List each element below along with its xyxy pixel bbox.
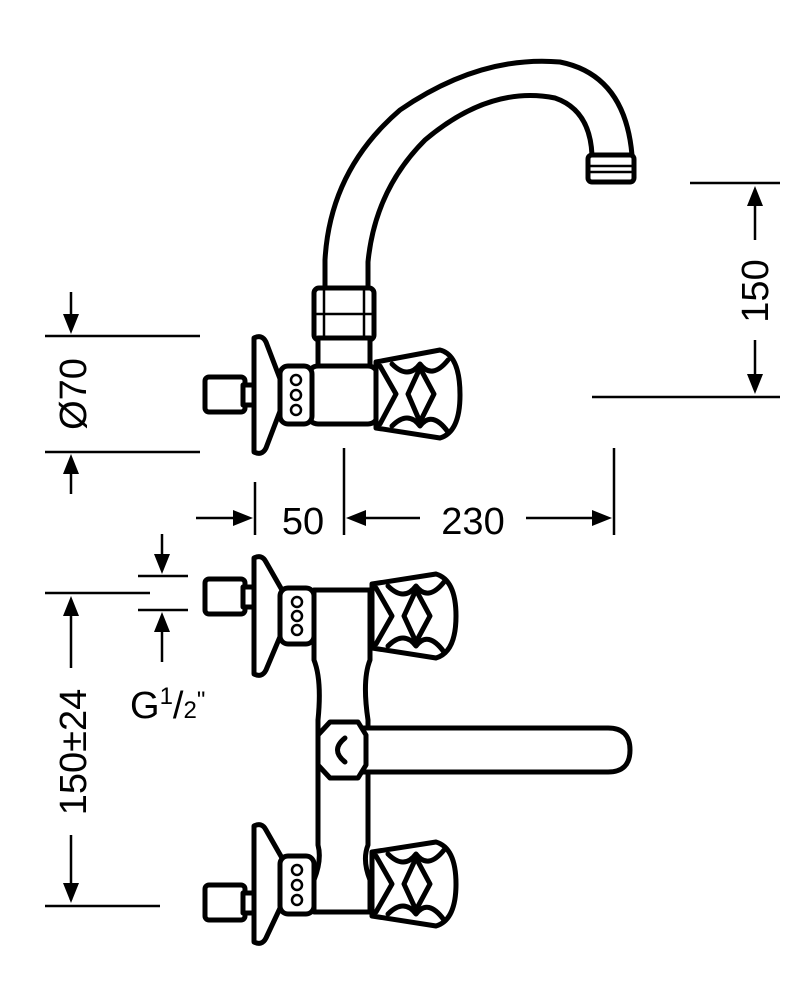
upper-handle: [369, 571, 459, 661]
spout-inner-contour: [365, 93, 595, 293]
lower-handle: [369, 839, 459, 929]
top-valve-assembly: [202, 58, 637, 456]
dimension-spout-height: 150: [592, 181, 780, 399]
arrow-down-icon: [63, 883, 79, 903]
arrow-down-icon: [63, 314, 79, 334]
upper-valve-unit: [202, 554, 459, 678]
aerator: [585, 152, 637, 185]
arrow-up-icon: [63, 596, 79, 616]
dimension-horizontal: 50 230: [196, 448, 616, 543]
valve-handle: [373, 347, 463, 441]
union-coupling: [277, 363, 315, 427]
dimension-rosette-diameter: Ø70: [45, 292, 200, 494]
arrow-right-icon: [233, 510, 253, 526]
arrow-left-icon: [346, 510, 366, 526]
arrow-down-icon: [747, 374, 763, 394]
dimension-inlet-spacing: 150±24: [45, 591, 160, 908]
wall-connector: [202, 374, 248, 415]
arrow-up-icon: [154, 612, 170, 632]
spout-outer-contour: [322, 58, 635, 293]
dim-label-50: 50: [282, 501, 324, 543]
lower-valve-unit: [202, 822, 459, 946]
dim-label-150: 150: [735, 259, 777, 322]
valve-body: [305, 363, 381, 427]
arrow-up-icon: [747, 186, 763, 206]
dim-label-diameter-70: Ø70: [53, 358, 95, 430]
dimension-thread: G1/2": [130, 534, 205, 727]
thread-label: G1/2": [130, 683, 205, 727]
arrow-right-icon: [592, 510, 612, 526]
dim-label-230: 230: [441, 501, 504, 543]
bottom-mixer-assembly: [202, 554, 633, 946]
dim-label-150-24: 150±24: [53, 689, 95, 816]
arrow-down-icon: [154, 554, 170, 574]
arrow-up-icon: [63, 454, 79, 474]
